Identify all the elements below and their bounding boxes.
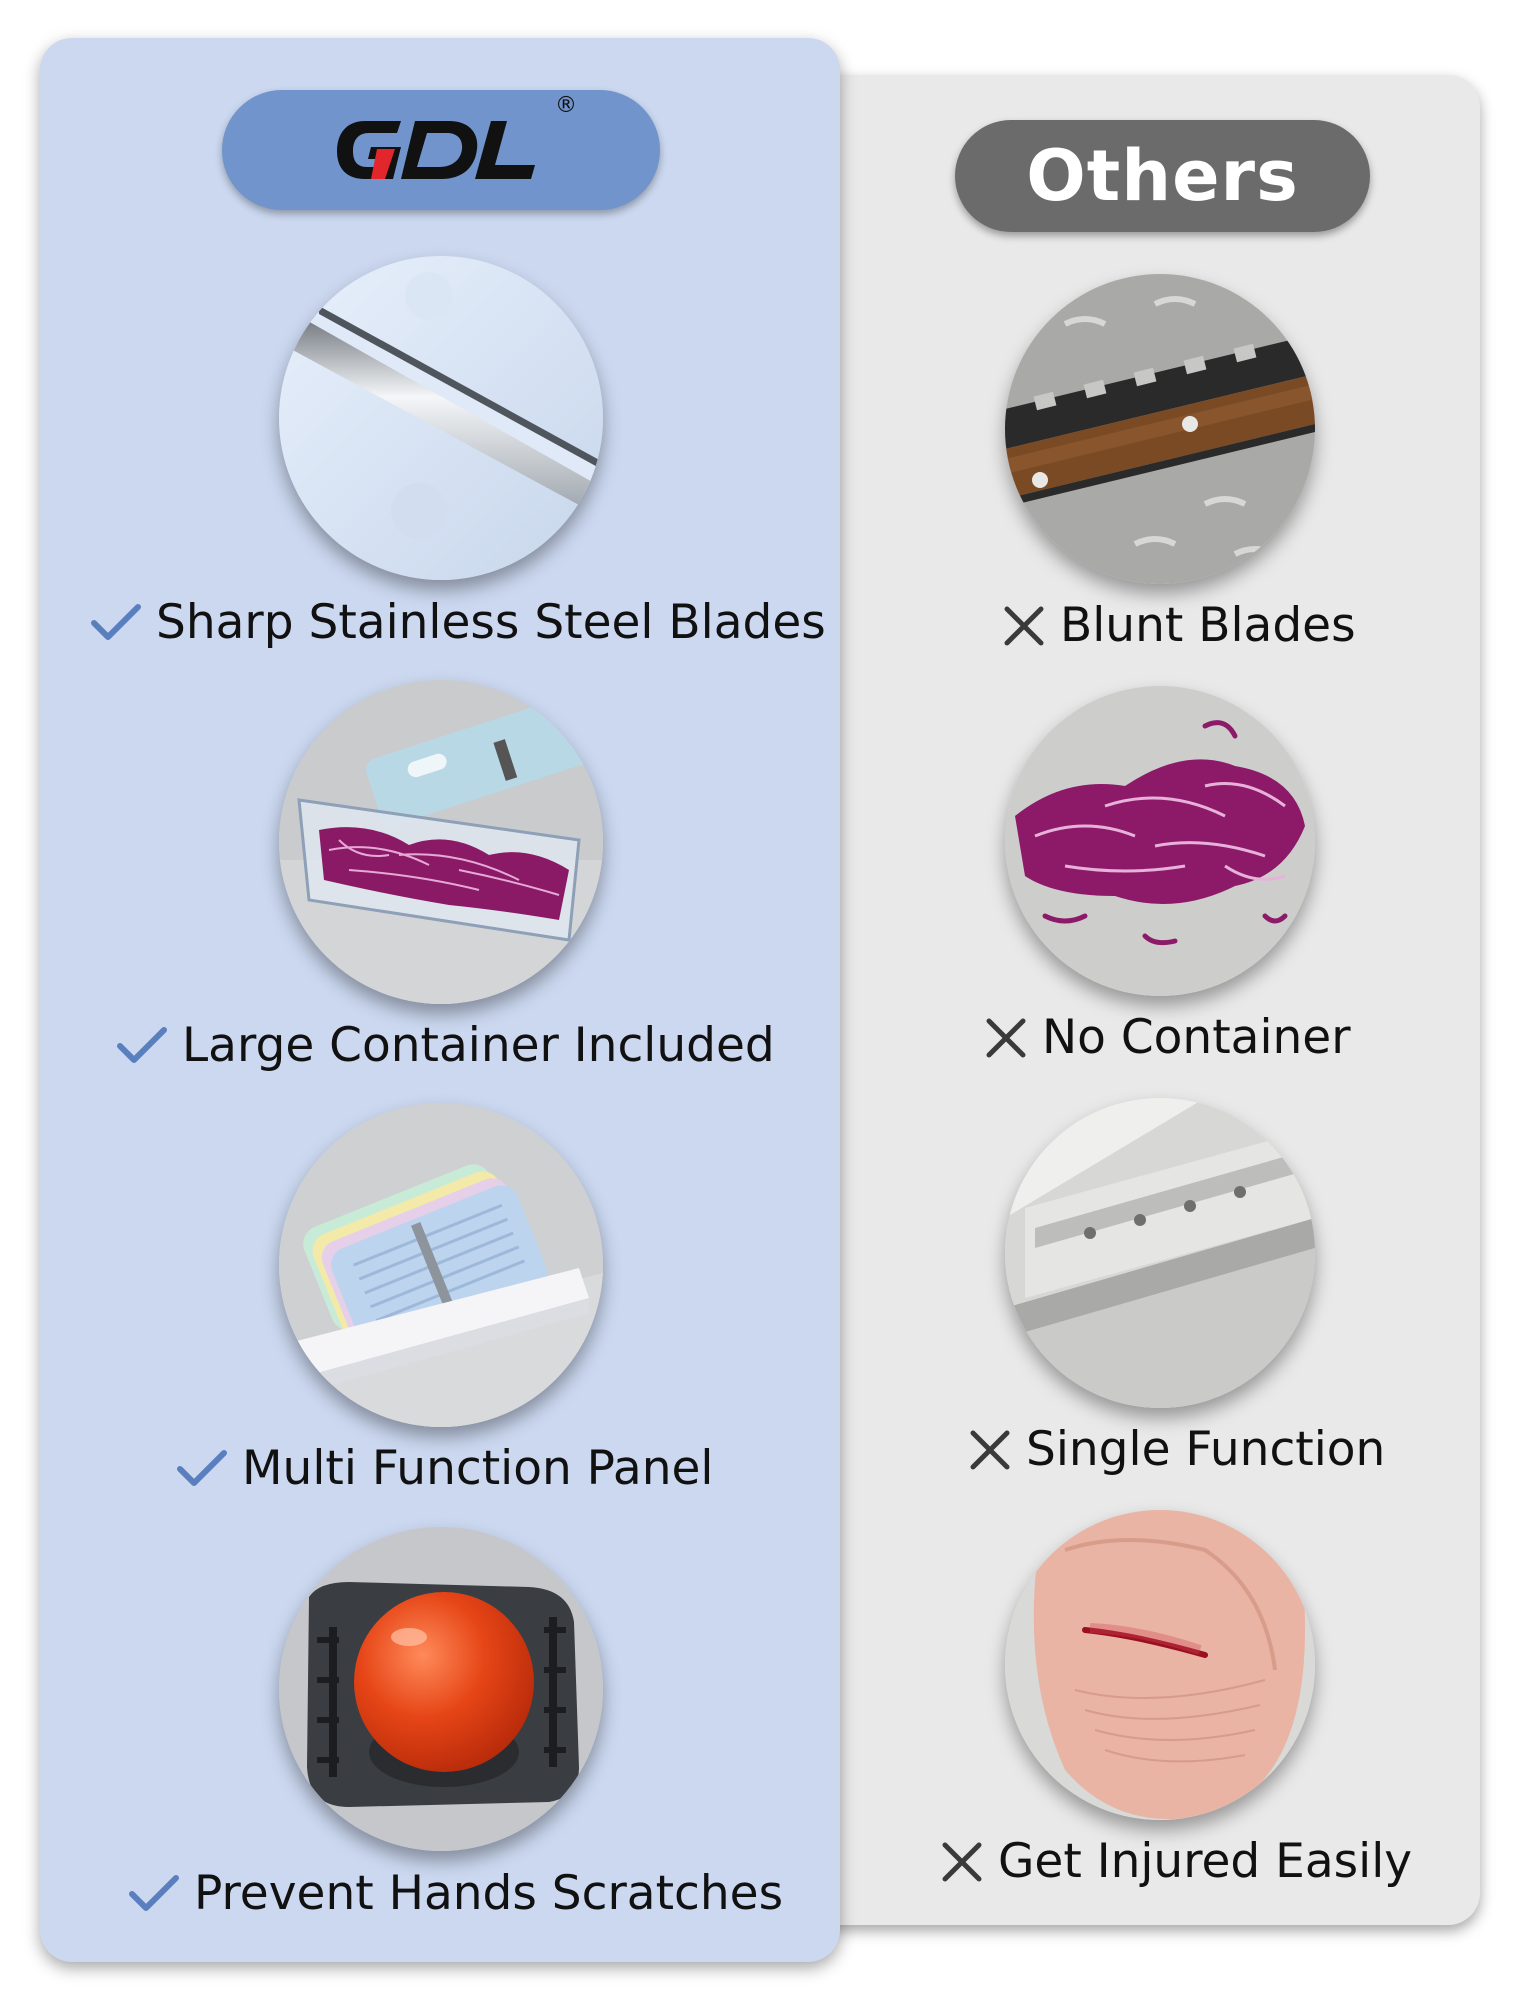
other-feature-injury: Get Injured Easily — [940, 1834, 1412, 1889]
cross-icon — [940, 1840, 984, 1884]
multi-blade-panels-photo — [279, 1103, 603, 1427]
cut-finger-photo — [1005, 1510, 1315, 1820]
other-feature-label: No Container — [1042, 1010, 1351, 1065]
cross-icon — [968, 1428, 1012, 1472]
loose-cabbage-photo — [1005, 686, 1315, 996]
other-feature-label: Get Injured Easily — [998, 1834, 1413, 1889]
other-feature-label: Single Function — [1026, 1422, 1386, 1477]
cross-icon — [984, 1016, 1028, 1060]
check-icon — [90, 603, 142, 643]
gdl-logo-mark — [337, 121, 535, 179]
others-title: Others — [1026, 135, 1299, 217]
gdl-feature-label: Prevent Hands Scratches — [194, 1866, 784, 1921]
stainless-blade-photo — [279, 256, 603, 580]
hand-guard-tomato-photo — [279, 1527, 603, 1851]
gdl-feature-hand-guard: Prevent Hands Scratches — [128, 1866, 783, 1921]
gdl-feature-label: Multi Function Panel — [242, 1441, 714, 1496]
check-icon — [116, 1026, 168, 1066]
other-feature-blades: Blunt Blades — [1002, 598, 1356, 653]
other-feature-container: No Container — [984, 1010, 1351, 1065]
gdl-feature-container: Large Container Included — [116, 1018, 775, 1073]
others-badge: Others — [955, 120, 1370, 232]
gdl-feature-blades: Sharp Stainless Steel Blades — [90, 595, 826, 650]
single-blade-photo — [1005, 1098, 1315, 1408]
gdl-logo-badge: ® — [222, 90, 660, 210]
gdl-logo: ® — [331, 93, 577, 193]
other-feature-function: Single Function — [968, 1422, 1385, 1477]
container-with-cabbage-photo — [279, 680, 603, 1004]
cross-icon — [1002, 604, 1046, 648]
rusty-blade-photo — [1005, 274, 1315, 584]
gdl-feature-label: Sharp Stainless Steel Blades — [156, 595, 826, 650]
gdl-feature-label: Large Container Included — [182, 1018, 775, 1073]
check-icon — [176, 1449, 228, 1489]
gdl-feature-panel: Multi Function Panel — [176, 1441, 713, 1496]
registered-mark: ® — [555, 93, 577, 118]
check-icon — [128, 1874, 180, 1914]
other-feature-label: Blunt Blades — [1060, 598, 1356, 653]
